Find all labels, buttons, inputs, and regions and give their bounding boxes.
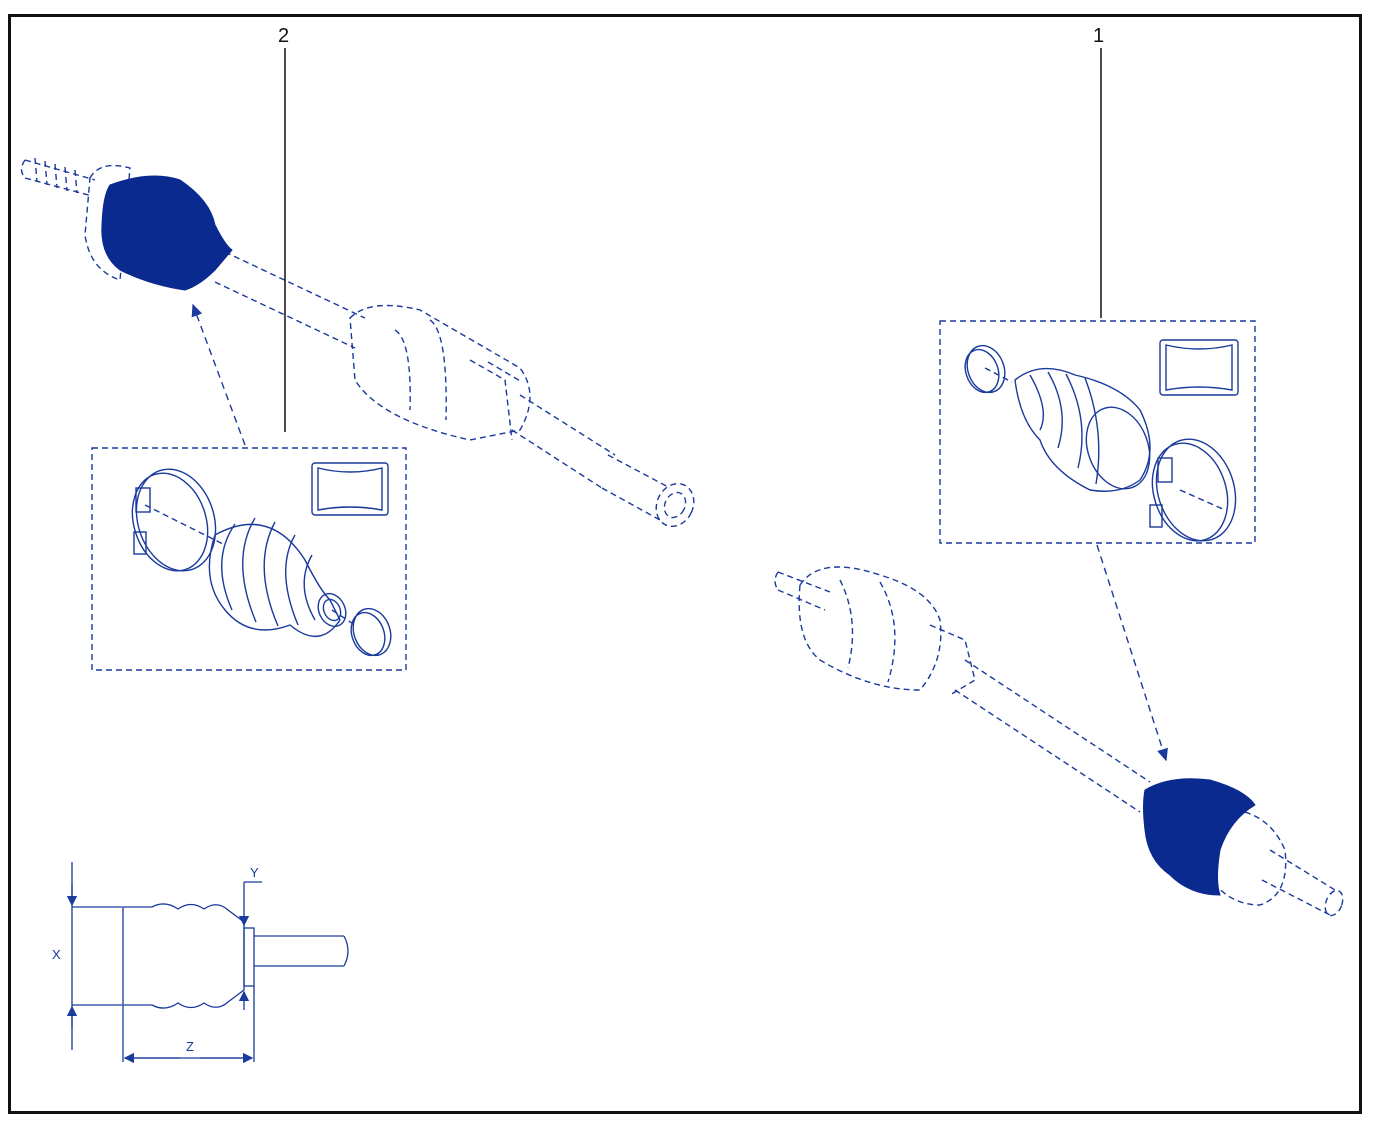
cv-boot-highlight-left (101, 175, 233, 291)
dimension-label-z: Z (186, 1039, 194, 1054)
repair-kit-box-1 (939, 320, 1256, 544)
arrow-kit-1-to-boot (1096, 544, 1168, 762)
callout-number-2: 2 (278, 25, 290, 47)
repair-kit-1-parts (964, 339, 1239, 542)
diagram-frame (8, 14, 1362, 1114)
callout-number-1: 1 (1093, 25, 1105, 47)
repair-kit-2-parts (131, 462, 392, 657)
drive-shaft-lower-right (774, 566, 1344, 917)
drive-shaft-upper-left (20, 157, 695, 528)
arrow-kit-2-to-boot (191, 303, 246, 446)
dimension-label-y: Y (250, 865, 259, 880)
dimension-label-x: X (52, 947, 61, 962)
cv-boot-highlight-right (1143, 778, 1256, 896)
repair-kit-box-2 (91, 447, 407, 671)
dimension-sketch (66, 862, 349, 1064)
